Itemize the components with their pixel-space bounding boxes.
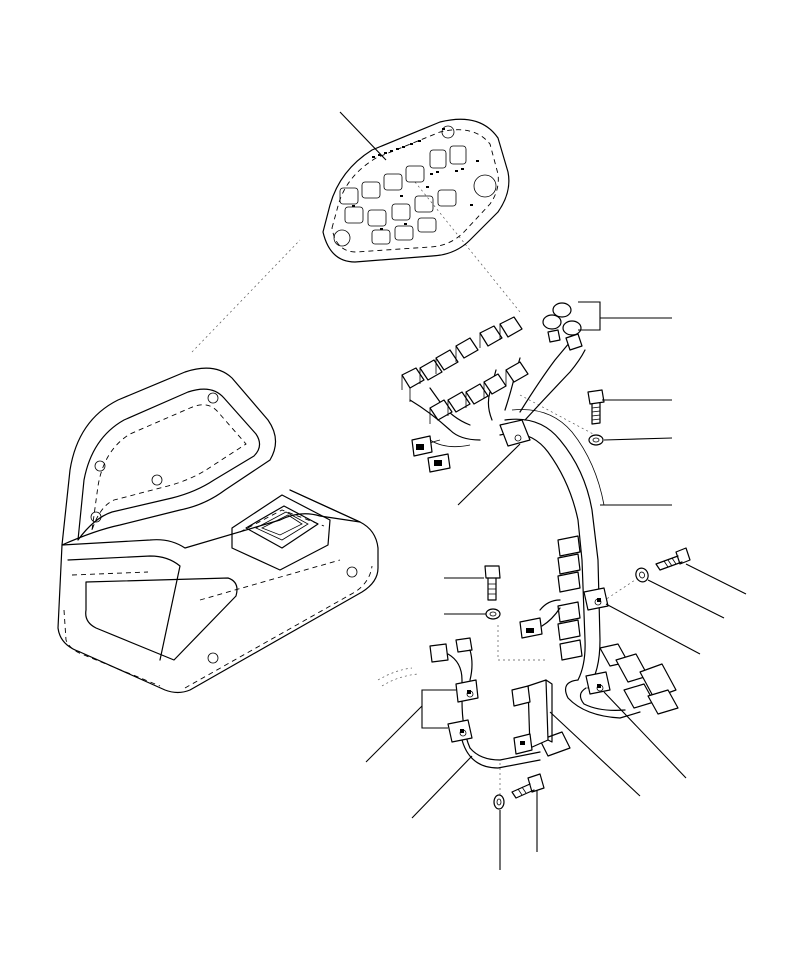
bolt: [587, 389, 605, 425]
bolt: [484, 565, 501, 601]
bolt: [655, 547, 691, 571]
operator-console: [57, 367, 379, 694]
harness-connectors: [401, 301, 601, 473]
bolt: [511, 773, 545, 799]
relay-cluster: [519, 535, 679, 719]
instrument-panel-overlay: [322, 118, 510, 263]
projection-lines: [191, 181, 639, 795]
washer: [588, 434, 604, 446]
mounting-bracket: [511, 679, 553, 755]
washer: [485, 608, 501, 620]
washer: [635, 567, 649, 583]
washer: [493, 794, 505, 810]
callout-leaders: [339, 111, 747, 870]
